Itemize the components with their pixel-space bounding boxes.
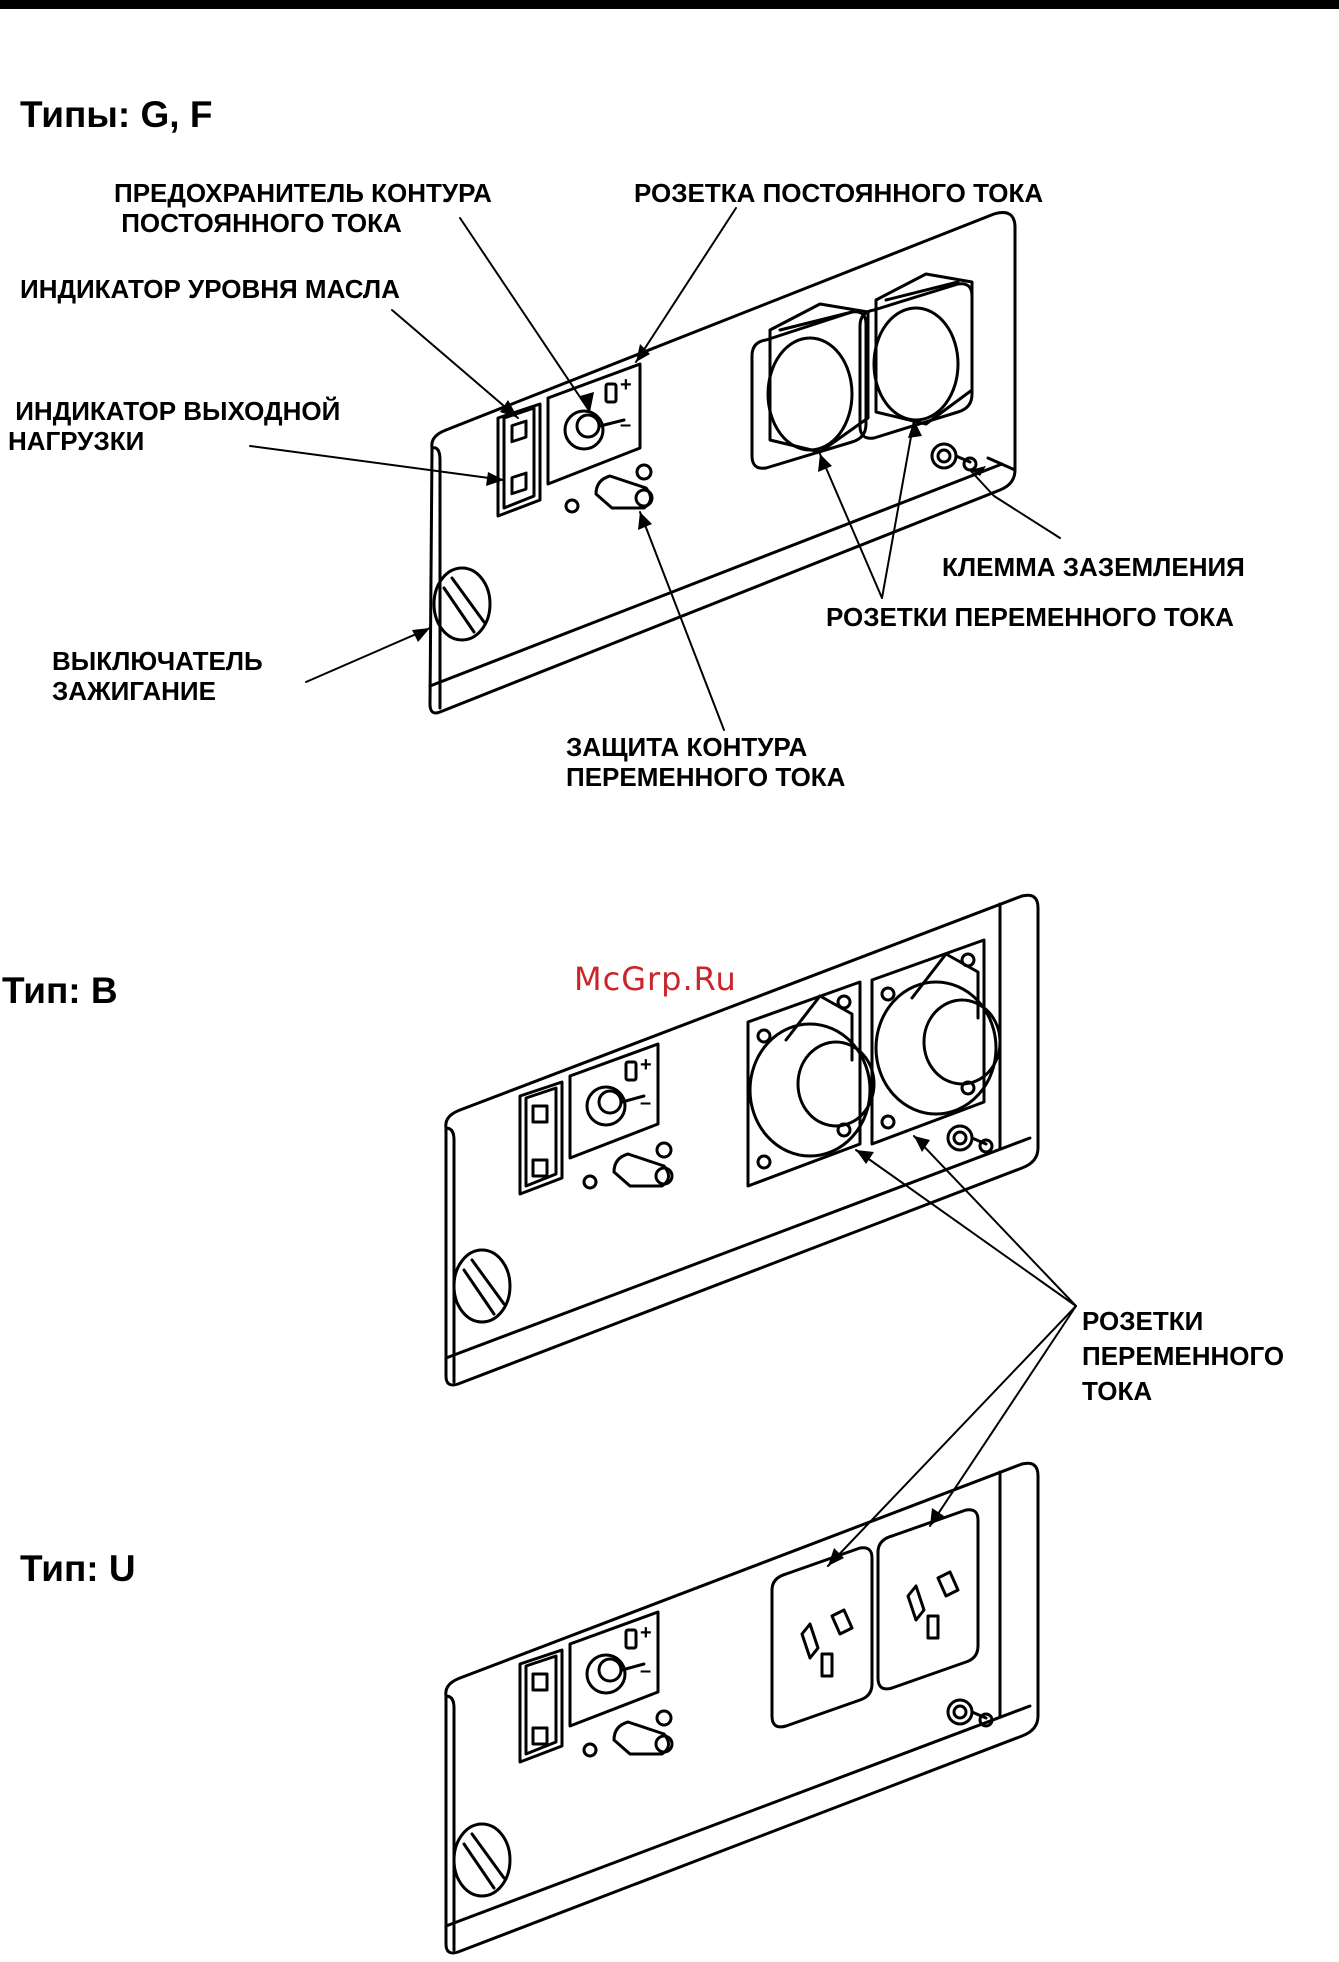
minus-mark-u: – xyxy=(640,1656,651,1686)
ac-breaker-toggle-u xyxy=(584,1711,672,1756)
panel-gf-bottom-edge xyxy=(430,464,1002,686)
ac-socket-right-u xyxy=(878,1510,978,1689)
ac-socket-right-b xyxy=(872,940,1000,1144)
indicator-strip-u xyxy=(520,1650,562,1762)
heading-type-u: Тип: U xyxy=(20,1548,136,1590)
ac-socket-right-gf xyxy=(860,274,972,438)
label-load-indicator: ИНДИКАТОР ВЫХОДНОЙ НАГРУЗКИ xyxy=(8,396,340,456)
label-ignition-switch: ВЫКЛЮЧАТЕЛЬ ЗАЖИГАНИЕ xyxy=(52,646,263,706)
ground-terminal-gf xyxy=(932,444,976,470)
ignition-knob-gf xyxy=(434,568,490,640)
ac-breaker-toggle-b xyxy=(584,1143,672,1188)
panel-u xyxy=(446,1463,1038,1953)
label-ac-sockets-bu: РОЗЕТКИ ПЕРЕМЕННОГО ТОКА xyxy=(1082,1304,1284,1409)
heading-types-gf: Типы: G, F xyxy=(20,94,212,136)
label-oil-indicator: ИНДИКАТОР УРОВНЯ МАСЛА xyxy=(20,274,400,304)
heading-type-b: Тип: B xyxy=(2,970,118,1012)
plus-mark-gf: + xyxy=(620,370,632,400)
ignition-knob-b xyxy=(454,1250,510,1322)
label-dc-socket: РОЗЕТКА ПОСТОЯННОГО ТОКА xyxy=(634,178,1043,208)
ignition-knob-u xyxy=(454,1824,510,1896)
label-ground-terminal: КЛЕММА ЗАЗЕМЛЕНИЯ xyxy=(942,552,1245,582)
ground-terminal-b xyxy=(948,1126,992,1152)
minus-mark-b: – xyxy=(640,1088,651,1118)
minus-mark-gf: – xyxy=(620,410,631,440)
ac-socket-left-b xyxy=(748,982,874,1186)
plus-mark-u: + xyxy=(640,1618,652,1648)
watermark: McGrp.Ru xyxy=(574,960,737,998)
ac-socket-left-u xyxy=(772,1548,872,1727)
panel-gf-outline xyxy=(430,213,1015,714)
panel-gf-inner-edge xyxy=(432,448,440,708)
indicator-strip-gf xyxy=(498,404,540,516)
plus-mark-b: + xyxy=(640,1050,652,1080)
indicator-strip-b xyxy=(520,1082,562,1194)
label-ac-sockets-gf: РОЗЕТКИ ПЕРЕМЕННОГО ТОКА xyxy=(826,602,1234,632)
ac-socket-left-gf xyxy=(752,304,868,468)
label-dc-fuse: ПРЕДОХРАНИТЕЛЬ КОНТУРА ПОСТОЯННОГО ТОКА xyxy=(114,178,492,238)
panel-b xyxy=(446,895,1038,1385)
label-ac-breaker: ЗАЩИТА КОНТУРА ПЕРЕМЕННОГО ТОКА xyxy=(566,732,845,792)
